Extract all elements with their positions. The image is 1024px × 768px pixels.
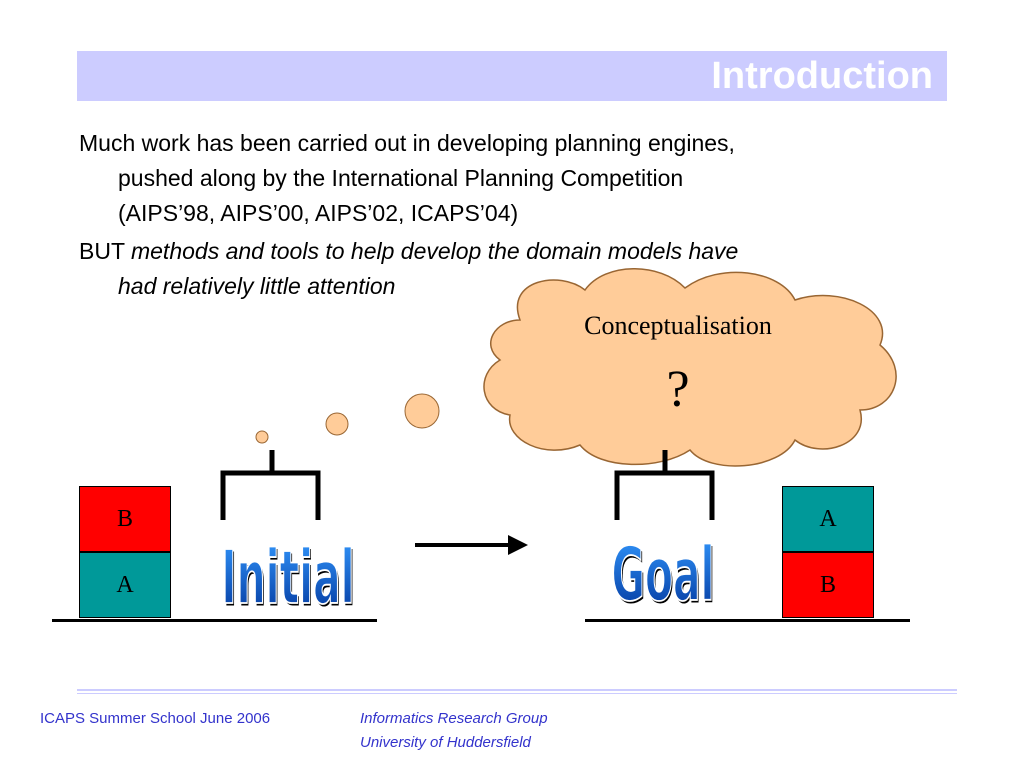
paragraph-but: BUT methods and tools to help develop th… xyxy=(79,234,959,304)
initial-block-top: B xyxy=(79,486,171,552)
footer-rule-thin xyxy=(77,693,957,694)
goal-block-bottom: B xyxy=(782,552,874,618)
initial-wordart: Initial Initial xyxy=(221,534,356,624)
title-bar: Introduction xyxy=(77,51,947,101)
footer-event: ICAPS Summer School June 2006 xyxy=(40,710,271,727)
goal-bracket xyxy=(614,450,715,520)
initial-ground-line xyxy=(52,619,377,622)
svg-text:Goal: Goal xyxy=(611,532,714,619)
conceptualisation-cloud xyxy=(483,268,897,467)
paragraph-planning-engines: Much work has been carried out in develo… xyxy=(79,126,959,231)
goal-block-top: A xyxy=(782,486,874,552)
paragraph2-line1: methods and tools to help develop the do… xyxy=(130,238,739,264)
svg-text:Initial: Initial xyxy=(223,537,356,624)
paragraph2-line2: had relatively little attention xyxy=(118,273,396,299)
initial-block-bottom: A xyxy=(79,552,171,618)
cloud-question-mark: ? xyxy=(666,361,690,418)
footer-group: Informatics Research Group xyxy=(360,710,548,727)
paragraph1-line3: (AIPS’98, AIPS’00, AIPS’02, ICAPS’04) xyxy=(118,200,519,226)
svg-text:Initial: Initial xyxy=(221,535,354,622)
footer-rule xyxy=(77,689,957,691)
svg-text:Goal: Goal xyxy=(613,534,716,621)
footer-university: University of Huddersfield xyxy=(360,734,531,751)
thought-bubble-small xyxy=(255,430,269,444)
goal-ground-line xyxy=(585,619,910,622)
paragraph2-lead: BUT xyxy=(79,238,131,264)
thought-bubble-large xyxy=(404,393,440,429)
paragraph1-line1: Much work has been carried out in develo… xyxy=(79,130,735,156)
goal-wordart: Goal Goal xyxy=(611,531,716,621)
initial-bracket xyxy=(220,450,321,520)
cloud-title: Conceptualisation xyxy=(584,311,772,340)
transition-arrow-shaft xyxy=(415,543,510,547)
transition-arrow-head xyxy=(508,535,528,555)
slide-title: Introduction xyxy=(711,55,933,97)
paragraph1-line2: pushed along by the International Planni… xyxy=(118,165,684,191)
thought-bubble-medium xyxy=(325,412,349,436)
